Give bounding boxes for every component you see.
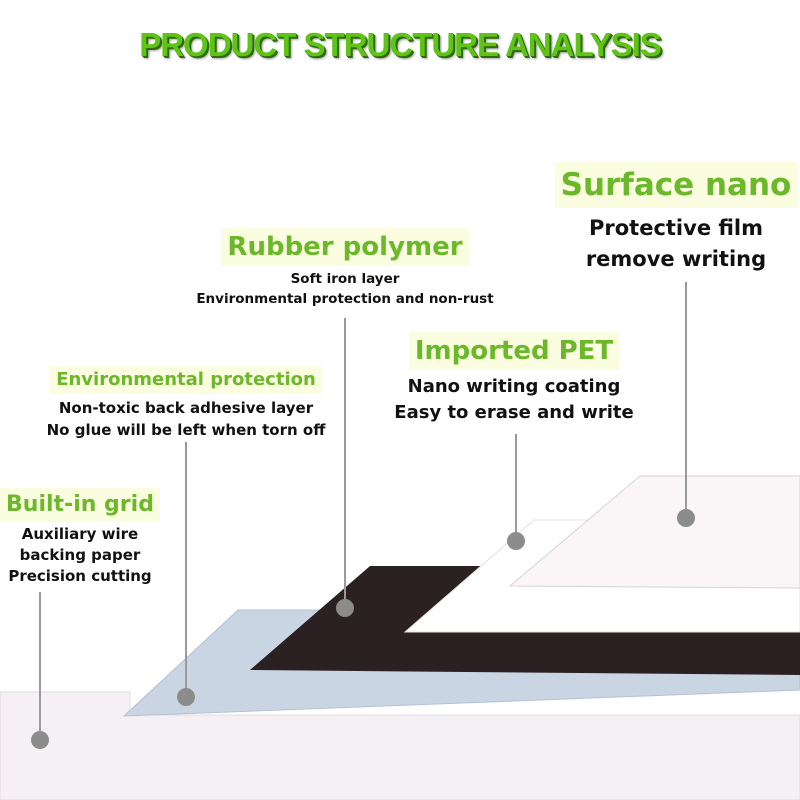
layer-description: No glue will be left when torn off [46,421,326,439]
layer-description: Auxiliary wire [21,525,139,543]
marker-dot [31,731,49,749]
label-surface-nano: Surface nano Protective film remove writ… [552,162,800,275]
label-imported-pet: Imported PET Nano writing coating Easy t… [385,332,643,426]
backing-paper-layer [0,691,800,800]
marker-dot [507,532,525,550]
layer-description: Environmental protection and non-rust [196,291,494,307]
layer-description: backing paper [19,546,141,564]
layer-description: Easy to erase and write [394,402,634,423]
label-rubber-polymer: Rubber polymer Soft iron layer Environme… [190,228,500,309]
layer-description: Protective film [588,216,764,240]
layer-heading: Surface nano [554,162,798,208]
layer-description: Nano writing coating [407,376,621,397]
surface-nano-layer [508,475,800,589]
page-title: PRODUCT STRUCTURE ANALYSIS [139,26,662,63]
layer-description: Precision cutting [8,567,152,585]
label-built-in-grid: Built-in grid Auxiliary wire backing pap… [0,488,160,587]
marker-dot [336,599,354,617]
layer-heading: Rubber polymer [221,228,469,266]
layer-heading: Built-in grid [0,488,160,522]
layer-description: Soft iron layer [290,271,400,287]
layer-heading: Environmental protection [50,366,322,394]
marker-dot [677,509,695,527]
layer-description: remove writing [585,247,767,271]
layer-description: Non-toxic back adhesive layer [58,399,314,417]
marker-dot [177,688,195,706]
layer-heading: Imported PET [408,332,620,370]
label-environmental-protection: Environmental protection Non-toxic back … [33,366,339,441]
